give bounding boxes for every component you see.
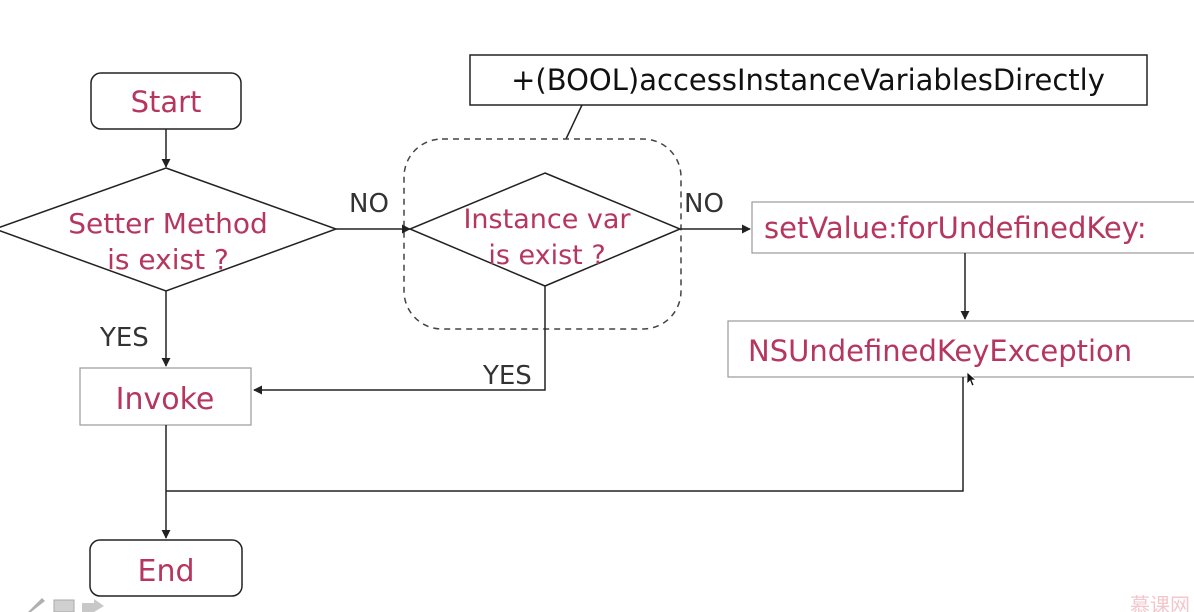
instance-var-group-box bbox=[403, 138, 682, 330]
instance-label-line2: is exist ? bbox=[488, 240, 605, 271]
setter-decision: Setter Method is exist ? bbox=[0, 167, 339, 292]
start-label: Start bbox=[131, 85, 202, 119]
cursor-icon bbox=[966, 371, 978, 387]
callout-box bbox=[469, 54, 1148, 106]
list-icon[interactable] bbox=[53, 599, 75, 612]
end-box bbox=[89, 539, 243, 597]
instance-label-line1: Instance var bbox=[463, 204, 631, 235]
setter-label-line2: is exist ? bbox=[107, 243, 229, 276]
edge-instance-to-invoke bbox=[253, 286, 546, 395]
callout: +(BOOL)accessInstanceVariablesDirectly bbox=[469, 54, 1148, 140]
exception-node: NSUndefinedKeyException bbox=[727, 320, 1194, 378]
watermark: 慕课网 bbox=[1130, 593, 1190, 612]
setter-label-line1: Setter Method bbox=[68, 207, 268, 240]
invoke-node: Invoke bbox=[79, 367, 252, 426]
end-node: End bbox=[89, 539, 243, 597]
invoke-label: Invoke bbox=[116, 382, 215, 417]
set-value-node: setValue:forUndefinedKey: bbox=[751, 201, 1194, 254]
edge-exception-to-end bbox=[166, 377, 964, 492]
start-node: Start bbox=[90, 72, 242, 130]
arrow-right-icon[interactable] bbox=[82, 599, 104, 612]
set-value-label: setValue:forUndefinedKey: bbox=[764, 211, 1147, 245]
edge-label-instance-no: NO bbox=[684, 189, 724, 219]
exception-label: NSUndefinedKeyException bbox=[748, 334, 1132, 368]
callout-text: +(BOOL)accessInstanceVariablesDirectly bbox=[511, 63, 1105, 97]
exception-box bbox=[727, 320, 1194, 378]
instance-decision: Instance var is exist ? bbox=[408, 172, 682, 287]
edge-label-instance-yes: YES bbox=[482, 361, 532, 391]
end-label: End bbox=[137, 554, 194, 589]
set-value-box bbox=[751, 201, 1194, 254]
player-toolbar[interactable] bbox=[28, 598, 104, 612]
edge-label-setter-yes: YES bbox=[99, 323, 149, 353]
callout-pointer bbox=[565, 104, 583, 140]
edge-label-setter-no: NO bbox=[349, 189, 389, 219]
pen-icon[interactable] bbox=[28, 598, 45, 612]
